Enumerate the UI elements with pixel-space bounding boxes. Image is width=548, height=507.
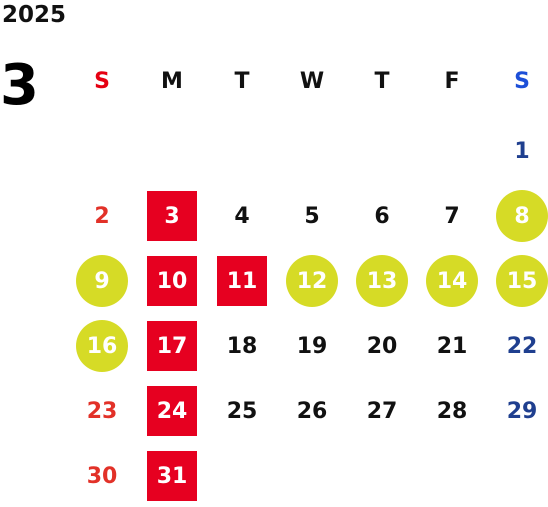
calendar-day-number: 6	[374, 203, 390, 229]
calendar-day-number: 3	[147, 191, 197, 241]
calendar-day-cell: 9	[67, 250, 137, 312]
calendar-day-number: 4	[234, 203, 250, 229]
calendar-day-number: 8	[496, 190, 548, 242]
weekday-label: T	[374, 68, 390, 94]
calendar-day-cell: 13	[347, 250, 417, 312]
weekday-label: T	[234, 68, 250, 94]
calendar-day-cell: 30	[67, 445, 137, 507]
calendar-day-cell: 29	[487, 380, 548, 442]
calendar-day-cell: 5	[277, 185, 347, 247]
calendar-day-number: 28	[436, 398, 468, 424]
weekday-header-thu: T	[347, 50, 417, 112]
calendar-day-cell: 17	[137, 315, 207, 377]
calendar-day-cell: 10	[137, 250, 207, 312]
calendar-day-cell: 31	[137, 445, 207, 507]
calendar-day-number: 31	[147, 451, 197, 501]
calendar-day-cell: 16	[67, 315, 137, 377]
calendar-day-cell: 3	[137, 185, 207, 247]
weekday-label: W	[299, 68, 325, 94]
calendar-day-number: 7	[444, 203, 460, 229]
calendar-day-number: 12	[286, 255, 338, 307]
calendar-day-cell: 18	[207, 315, 277, 377]
calendar-day-number: 29	[506, 398, 538, 424]
weekday-label: S	[514, 68, 530, 94]
calendar-day-cell: 15	[487, 250, 548, 312]
calendar-day-cell: 1	[487, 120, 548, 182]
calendar-day-number: 11	[217, 256, 267, 306]
calendar-day-cell: 20	[347, 315, 417, 377]
weekday-header-sun: S	[67, 50, 137, 112]
calendar-day-number: 24	[147, 386, 197, 436]
calendar-day-cell: 26	[277, 380, 347, 442]
calendar-day-number: 30	[86, 463, 118, 489]
calendar-day-number: 17	[147, 321, 197, 371]
weekday-header-sat: S	[487, 50, 548, 112]
calendar-day-cell: 27	[347, 380, 417, 442]
weekday-header-mon: M	[137, 50, 207, 112]
calendar-day-number: 9	[76, 255, 128, 307]
calendar-day-number: 15	[496, 255, 548, 307]
calendar-day-number: 21	[436, 333, 468, 359]
calendar-day-cell: 19	[277, 315, 347, 377]
calendar-day-cell: 8	[487, 185, 548, 247]
calendar-day-number: 23	[86, 398, 118, 424]
calendar-day-cell: 23	[67, 380, 137, 442]
calendar-day-cell: 25	[207, 380, 277, 442]
calendar-day-cell: 24	[137, 380, 207, 442]
weekday-header-fri: F	[417, 50, 487, 112]
calendar-day-number: 13	[356, 255, 408, 307]
calendar-year: 2025	[2, 2, 67, 28]
calendar-day-cell: 14	[417, 250, 487, 312]
weekday-header-wed: W	[277, 50, 347, 112]
calendar-day-number: 5	[304, 203, 320, 229]
calendar-day-number: 26	[296, 398, 328, 424]
calendar-day-number: 20	[366, 333, 398, 359]
calendar-day-number: 22	[506, 333, 538, 359]
weekday-header-tue: T	[207, 50, 277, 112]
calendar-month: 3	[0, 53, 39, 118]
calendar-day-cell: 28	[417, 380, 487, 442]
calendar-day-number: 25	[226, 398, 258, 424]
calendar-day-cell: 21	[417, 315, 487, 377]
calendar-day-cell: 4	[207, 185, 277, 247]
calendar-day-cell: 22	[487, 315, 548, 377]
calendar-day-number: 14	[426, 255, 478, 307]
calendar-day-number: 10	[147, 256, 197, 306]
calendar-day-number: 16	[76, 320, 128, 372]
calendar-day-cell: 11	[207, 250, 277, 312]
calendar-day-number: 1	[514, 138, 530, 164]
weekday-label: S	[94, 68, 110, 94]
weekday-label: F	[444, 68, 460, 94]
calendar-day-cell: 12	[277, 250, 347, 312]
calendar-day-cell: 6	[347, 185, 417, 247]
calendar-day-cell: 7	[417, 185, 487, 247]
calendar-day-cell: 2	[67, 185, 137, 247]
calendar-day-number: 2	[94, 203, 110, 229]
weekday-label: M	[161, 68, 183, 94]
calendar-day-number: 19	[296, 333, 328, 359]
calendar-day-number: 18	[226, 333, 258, 359]
calendar-day-number: 27	[366, 398, 398, 424]
